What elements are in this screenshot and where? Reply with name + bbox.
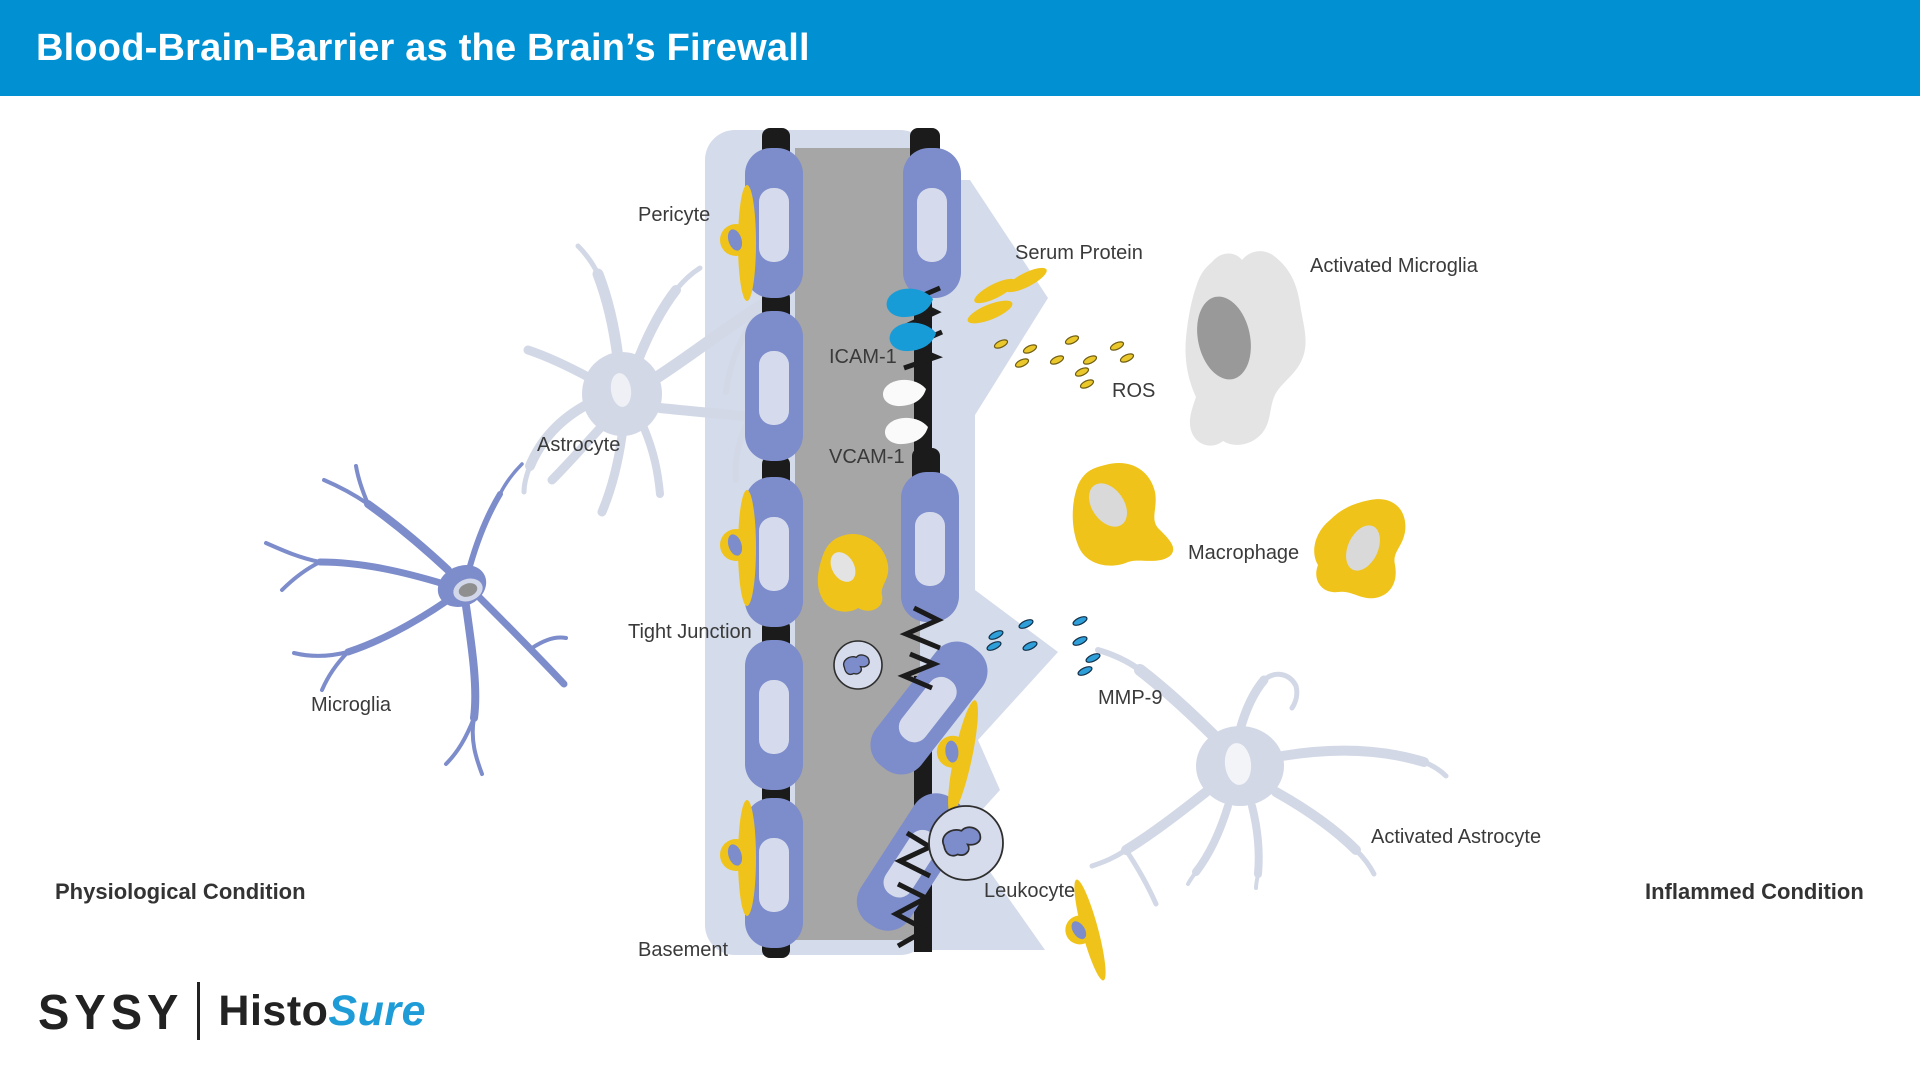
macrophages [1072,463,1406,599]
macrophage-cell [1314,499,1406,599]
label-vcam1: VCAM-1 [829,446,905,468]
endothelial-cell-detaching [870,641,988,775]
microglia [264,462,568,776]
label-tight-junction: Tight Junction [628,621,752,643]
endothelial-cell [745,798,803,948]
logo-divider [197,982,201,1040]
endothelial-cell [745,640,803,790]
histosure-logo-sure: Sure [328,986,427,1035]
label-inflammed-condition: Inflammed Condition [1645,879,1864,904]
endothelial-cell [745,477,803,627]
endothelial-cell [745,148,803,298]
activated-astrocyte [1089,647,1449,907]
diagram-labels: Pericyte Astrocyte ICAM-1 VCAM-1 Serum P… [55,204,1864,961]
label-leukocyte: Leukocyte [984,880,1075,902]
label-physiological-condition: Physiological Condition [55,879,306,904]
endothelial-cell [903,148,961,298]
activated-microglia [1185,251,1306,446]
label-ros: ROS [1112,380,1155,402]
vcam1-molecules [882,379,928,445]
mmp9-particles [986,616,1101,676]
label-microglia: Microglia [311,694,392,716]
label-macrophage: Macrophage [1188,542,1299,564]
macrophage-cell [1072,463,1174,566]
endothelial-cell [901,472,959,622]
label-mmp9: MMP-9 [1098,687,1162,709]
histosure-logo-histo: Histo [218,986,329,1035]
sysy-logo-text: SYSY [38,983,184,1039]
ros-particles [993,335,1135,389]
label-serum-protein: Serum Protein [1015,242,1143,264]
leukocyte-transmigrating [928,805,1004,881]
label-astrocyte: Astrocyte [537,434,620,456]
label-activated-microglia: Activated Microglia [1310,255,1479,277]
company-logo: SYSY Histo Sure [38,980,426,1042]
label-activated-astrocyte: Activated Astrocyte [1371,826,1541,848]
serum-proteins [967,267,1047,324]
title-bar: Blood-Brain-Barrier as the Brain’s Firew… [0,0,1920,96]
monocyte-in-lumen [817,534,889,612]
label-pericyte: Pericyte [638,204,710,226]
leukocyte-in-lumen [833,640,883,690]
label-icam1: ICAM-1 [829,346,897,368]
page-title: Blood-Brain-Barrier as the Brain’s Firew… [36,26,810,69]
label-basement: Basement [638,939,728,961]
endothelial-cell [745,311,803,461]
icam1-molecules [886,288,936,352]
endothelial-cells-left [745,148,803,948]
